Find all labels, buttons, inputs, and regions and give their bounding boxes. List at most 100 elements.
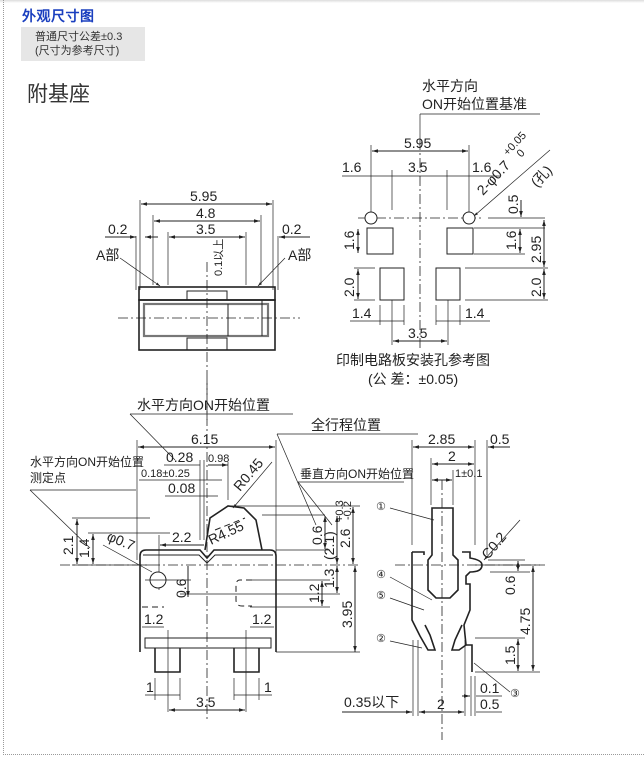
side-actuator xyxy=(427,507,459,599)
leader-4 xyxy=(389,576,433,601)
pcb-dim-1-4-left: 1.4 xyxy=(352,305,372,321)
dim-1-2-right-pad: 1.2 xyxy=(252,611,272,627)
dim-0-1: 0.1 xyxy=(480,680,500,696)
dim-2-6-tol-lower: -0.2 xyxy=(342,501,354,520)
dim-5-95: 5.95 xyxy=(190,188,217,204)
dim-0-1-clearance: 0.1以上 xyxy=(212,239,225,276)
pcb-dim-0-5: 0.5 xyxy=(505,194,521,214)
label-full-travel: 全行程位置 xyxy=(311,417,381,433)
callout-2: ② xyxy=(376,633,386,645)
pcb-ref-label-1: 水平方向 xyxy=(422,78,478,94)
pcb-dim-1-6-right: 1.6 xyxy=(472,159,492,175)
side-terminal-right xyxy=(450,624,467,651)
dim-2-2: 2.2 xyxy=(172,529,192,545)
pcb-hole-left xyxy=(364,211,378,225)
pcb-dim-2-95: 2.95 xyxy=(528,236,544,263)
pcb-pad-lower-right xyxy=(435,267,461,301)
dim-0-2-right: 0.2 xyxy=(282,221,302,237)
label-measure-point-2: 测定点 xyxy=(30,470,66,485)
dim-2-85: 2.85 xyxy=(428,431,455,447)
dim-0-08: 0.08 xyxy=(168,480,195,496)
leader xyxy=(276,433,317,526)
top-actuator xyxy=(142,302,270,338)
dim-0-6-hole: 0.6 xyxy=(173,578,189,598)
leader xyxy=(297,481,333,526)
label-measure-point-1: 水平方向ON开始位置 xyxy=(30,454,144,469)
leader-a-right xyxy=(257,257,286,287)
dim-0-5-bottom: 0.5 xyxy=(480,696,500,712)
section-title: 外观尺寸图 xyxy=(22,8,95,24)
side-body-outline xyxy=(412,551,483,672)
pcb-hole-right xyxy=(462,211,476,225)
pcb-dim-2-0-left: 2.0 xyxy=(341,277,357,297)
pcb-pad-upper-right xyxy=(446,227,474,255)
pcb-dim-1-4-right: 1.4 xyxy=(465,305,485,321)
dim-3-95: 3.95 xyxy=(339,601,355,628)
tolerance-note-line-2: (尺寸为参考尺寸) xyxy=(35,45,120,57)
bottom-dotted-border xyxy=(3,754,644,755)
pcb-dim-3-5: 3.5 xyxy=(408,159,428,175)
dim-0-6: 0.6 xyxy=(309,525,325,545)
actuator-lever xyxy=(204,505,263,551)
leader-r045 xyxy=(232,461,273,509)
dim-1-2-left-pad: 1.2 xyxy=(144,611,164,627)
pcb-dim-2-0-right: 2.0 xyxy=(528,277,544,297)
terminal-left xyxy=(154,648,181,673)
dim-2-1-ref: (2.1) xyxy=(321,531,337,560)
front-body-outline xyxy=(139,549,277,652)
leader-3 xyxy=(473,662,511,693)
leader-chamfer xyxy=(483,519,521,561)
top-view: 5.95 4.8 3.5 0.2 0.2 A部 A部 0.1以上 xyxy=(96,188,311,420)
side-dim-0-6: 0.6 xyxy=(502,575,518,595)
pcb-caption-tolerance: (公 差：±0.05) xyxy=(368,371,458,387)
leader-a-left xyxy=(119,257,161,287)
pcb-pad-upper-left xyxy=(366,227,394,255)
front-base-plate xyxy=(144,637,272,649)
dim-1-4: 1.4 xyxy=(76,538,92,558)
pcb-caption: 印制电路板安装孔参考图 xyxy=(336,352,490,368)
dim-0-28: 0.28 xyxy=(166,449,193,465)
callout-4: ④ xyxy=(376,569,386,581)
hole-leader xyxy=(473,149,551,217)
pcb-dim-1-6-pad-right: 1.6 xyxy=(503,230,519,250)
dim-2-actuator: 2 xyxy=(448,448,456,464)
dim-1-left: 1 xyxy=(146,679,154,695)
dim-2-6-tol-upper: +0.3 xyxy=(334,500,346,522)
dim-0-2-left: 0.2 xyxy=(108,221,128,237)
label-horizontal-on: 水平方向ON开始位置 xyxy=(137,397,270,413)
leader-1 xyxy=(389,507,435,521)
chamfer: C0.2 xyxy=(478,529,509,562)
pcb-dim-1-6-pad-left: 1.6 xyxy=(341,230,357,250)
pcb-dim-1-6-left: 1.6 xyxy=(342,159,362,175)
pcb-dim-3-5-lower: 3.5 xyxy=(408,325,428,341)
dim-0-98: 0.98 xyxy=(208,453,229,465)
hole-tol-lower: 0 xyxy=(515,147,528,160)
radius-tip: R0.45 xyxy=(230,455,266,494)
pcb-dim-5-95: 5.95 xyxy=(404,135,431,151)
dim-2-6: 2.6 xyxy=(337,528,353,548)
dim-1-right: 1 xyxy=(264,679,272,695)
label-vertical-on: 垂直方向ON开始位置 xyxy=(300,466,414,481)
actuator-travel-dash xyxy=(214,517,246,531)
callout-5: ⑤ xyxy=(376,590,386,602)
dim-0-5-flange: 0.5 xyxy=(490,431,510,447)
dim-2-1: 2.1 xyxy=(60,535,76,555)
pcb-ref-label-2: ON开始位置基准 xyxy=(422,96,527,112)
terminal-dash-outline xyxy=(235,579,252,607)
front-view: 水平方向ON开始位置 全行程位置 垂直方向ON开始位置 水平方向ON开始位置 测… xyxy=(29,380,418,720)
top-edge-shadow xyxy=(0,0,644,3)
dim-1-2-right: 1.2 xyxy=(306,583,322,603)
leader-hole xyxy=(102,544,153,573)
tolerance-note: 普通尺寸公差±0.3 (尺寸为参考尺寸) xyxy=(21,27,145,61)
dim-0-35: 0.35以下 xyxy=(344,694,399,710)
dim-0-18: 0.18±0.25 xyxy=(141,468,190,480)
side-body-left xyxy=(411,552,437,651)
dim-6-15: 6.15 xyxy=(191,431,218,447)
left-dotted-border xyxy=(3,0,4,755)
dim-3-5: 3.5 xyxy=(196,221,216,237)
leader-5 xyxy=(389,597,425,611)
dim-4-75: 4.75 xyxy=(517,608,533,635)
leader-2 xyxy=(389,640,423,649)
leader xyxy=(29,489,91,549)
